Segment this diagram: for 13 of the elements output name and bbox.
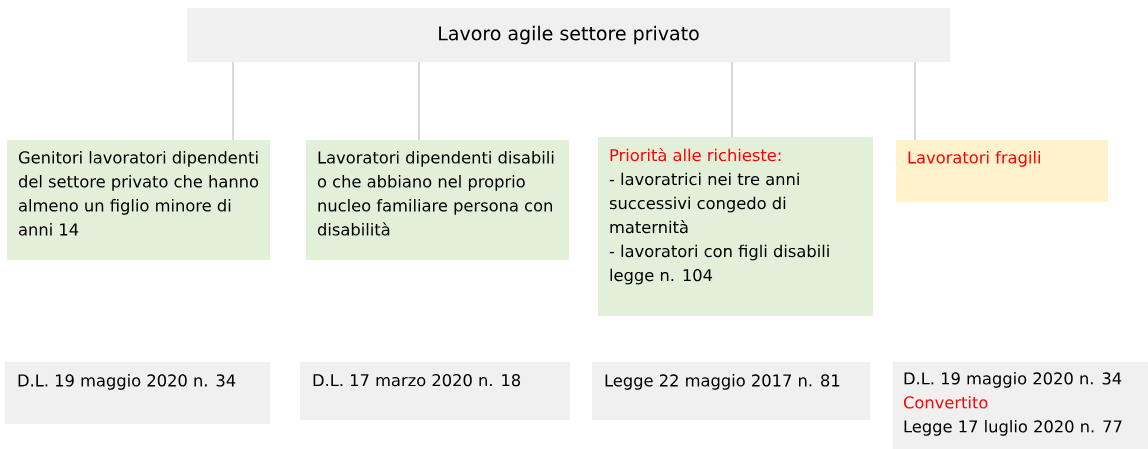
category-box: Lavoratori dipendenti disabili o che abbiano nel proprio nucleo familiare persona con disabilità	[306, 140, 569, 260]
connector-line	[232, 61, 234, 141]
law-reference-box: Legge 22 maggio 2017 n. 81	[592, 362, 870, 420]
connector-line	[731, 61, 733, 138]
law-reference-box: D.L. 19 maggio 2020 n. 34 Convertito Legge 17 luglio 2020 n. 77	[893, 362, 1148, 449]
category-box: Priorità alle richieste: - lavoratrici nei tre anni successivi congedo di maternità - lavoratori con figli disabili legge n. 104	[598, 137, 873, 316]
connector-line	[914, 61, 916, 141]
law-reference-box: D.L. 17 marzo 2020 n. 18	[300, 362, 570, 420]
category-box: Genitori lavoratori dipendenti del settore privato che hanno almeno un figlio minore di anni 14	[7, 140, 270, 260]
category-box: Lavoratori fragili	[896, 140, 1108, 202]
title-box: Lavoro agile settore privato	[187, 8, 950, 62]
connector-line	[418, 61, 420, 141]
law-reference-box: D.L. 19 maggio 2020 n. 34	[5, 362, 270, 424]
